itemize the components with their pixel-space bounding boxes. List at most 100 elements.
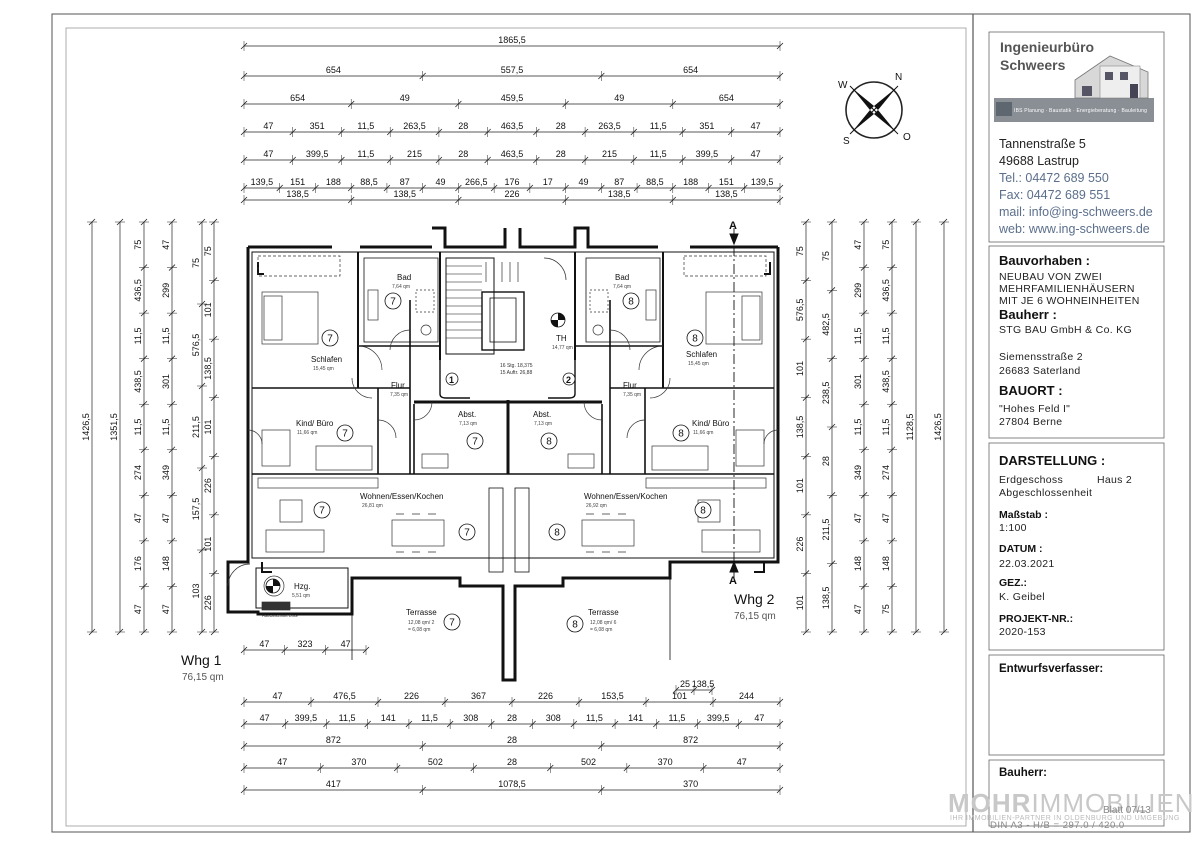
dim-left-label: 11,5	[161, 327, 171, 344]
dim-bottom-label: 244	[739, 691, 754, 701]
room-area: 26,81 qm	[362, 503, 383, 509]
dim-top-label: 399,5	[306, 149, 329, 159]
dim-bottom-label: 370	[683, 779, 698, 789]
compass-label-n: N	[895, 72, 902, 83]
dim-left-label: 323	[297, 639, 312, 649]
dim-top-label: 463,5	[501, 121, 524, 131]
title-box-entwurf	[988, 654, 1165, 756]
unit-number-label: 7	[327, 334, 333, 345]
dim-top-label: 654	[326, 65, 341, 75]
title-box-office	[988, 31, 1165, 243]
dim-bottom-label: 476,5	[333, 691, 356, 701]
dim-top-label: 176	[504, 177, 519, 187]
unit-number-circle	[458, 523, 476, 541]
dim-right-label: 11,5	[853, 419, 863, 436]
room-area: 15,45 qm	[313, 366, 334, 372]
bauort-line-2: 27804 Berne	[999, 416, 1063, 428]
dim-top-label: 151	[290, 177, 305, 187]
dim-right-label: 211,5	[821, 519, 831, 541]
compass-rose	[845, 81, 903, 139]
dim-right-label: 11,5	[853, 327, 863, 344]
watermark-brand: MOHRIMMOBILIEN	[948, 788, 1195, 819]
dim-left-label: 349	[161, 465, 171, 480]
bauherr-street: Siemensstraße 2	[999, 351, 1083, 363]
dim-bottom-label: 11,5	[339, 713, 356, 723]
bauherr-signature-label: Bauherr:	[999, 767, 1047, 779]
dim-bottom-label: 47	[272, 691, 282, 701]
room-name: Bad	[615, 273, 629, 282]
sheet-outer-frame	[51, 13, 1191, 833]
dim-top-label: 49	[400, 93, 410, 103]
dim-right-label: 226	[795, 537, 805, 552]
room-kind-right: Kind/ Büro 11,66 qm	[692, 419, 730, 436]
dim-left-label: 211,5	[191, 416, 201, 438]
datum-label: DATUM :	[999, 543, 1043, 555]
dim-top-label: 28	[458, 149, 468, 159]
room-name: Abst.	[458, 410, 476, 419]
room-abst-right: Abst. 7,13 qm	[533, 410, 552, 427]
dim-top-label: 87	[400, 177, 410, 187]
unit-number-circle	[622, 292, 640, 310]
dim-bottom-label: 141	[628, 713, 643, 723]
dim-left-label: 436,5	[133, 279, 143, 302]
stair-note-1: 16 Stg. 18,375	[500, 363, 533, 369]
dim-right-label: 274	[881, 465, 891, 480]
room-area: 11,66 qm	[693, 430, 713, 436]
dim-left-label: 11,5	[133, 419, 143, 436]
stair-direction-markers: 1 2	[265, 312, 576, 594]
sheet-number: Blatt 07/13	[1103, 805, 1151, 816]
dim-bottom-label: 47	[260, 713, 270, 723]
dim-left-label: 101	[203, 419, 213, 434]
dim-bottom-label: 308	[546, 713, 561, 723]
dim-left-label: 75	[191, 258, 201, 268]
unit-right-name: Whg 2	[734, 591, 775, 607]
dim-left-label: 47	[341, 639, 351, 649]
bauort-line-1: "Hohes Feld I"	[999, 403, 1071, 415]
room-area: 7,64 qm	[392, 284, 410, 290]
room-name: Wohnen/Essen/Kochen	[360, 492, 443, 501]
furniture	[257, 255, 767, 611]
dim-bottom-label: 399,5	[295, 713, 318, 723]
dim-bottom-label: 47	[277, 757, 287, 767]
dim-right-label: 576,5	[795, 299, 805, 322]
dim-left-label: 47	[161, 604, 171, 614]
dim-left-label: 438,5	[133, 370, 143, 393]
dim-bottom-label: 11,5	[586, 713, 603, 723]
room-area: 7,13 qm	[459, 421, 477, 427]
room-name: Terrasse	[406, 608, 437, 617]
office-city: 49688 Lastrup	[999, 154, 1079, 168]
unit-number-label: 8	[628, 297, 634, 308]
dim-bottom-label: 367	[471, 691, 486, 701]
dim-left-label: 47	[161, 240, 171, 250]
dim-top-label: 88,5	[360, 177, 378, 187]
office-fax: Fax: 04472 689 551	[999, 188, 1111, 202]
room-name: Schlafen	[311, 355, 342, 364]
dim-top-label: 151	[719, 177, 734, 187]
dim-right-label: 75	[821, 251, 831, 261]
dim-left-label: 75	[203, 246, 213, 256]
dim-right-label: 11,5	[881, 419, 891, 436]
svg-text:1: 1	[449, 375, 454, 385]
room-area: 14,77 qm	[552, 345, 573, 351]
drawing-frame	[65, 27, 967, 827]
dim-right-label: 349	[853, 465, 863, 480]
room-name: Kind/ Büro	[692, 419, 730, 428]
unit-number-circle	[548, 523, 566, 541]
room-area: 7,64 qm	[613, 284, 631, 290]
dim-bottom-label: 226	[538, 691, 553, 701]
dim-top-label: 47	[263, 121, 273, 131]
darstellung-floor: Erdgeschoss	[999, 474, 1063, 486]
dim-bottom-label: 28	[507, 735, 517, 745]
dim-left-label: 47	[259, 639, 269, 649]
room-wohnen-left: Wohnen/Essen/Kochen 26,81 qm	[360, 492, 443, 509]
unit-number-circle	[384, 292, 402, 310]
dim-left-label: 47	[133, 604, 143, 614]
dim-bottom-label: 28	[507, 757, 517, 767]
dim-top-label: 139,5	[251, 177, 274, 187]
title-box-bauherr	[988, 759, 1165, 827]
room-name: Flur	[391, 381, 405, 390]
dim-right-label: 75	[881, 604, 891, 614]
dim-top-label: 188	[683, 177, 698, 187]
dim-left-label: 47	[133, 513, 143, 523]
